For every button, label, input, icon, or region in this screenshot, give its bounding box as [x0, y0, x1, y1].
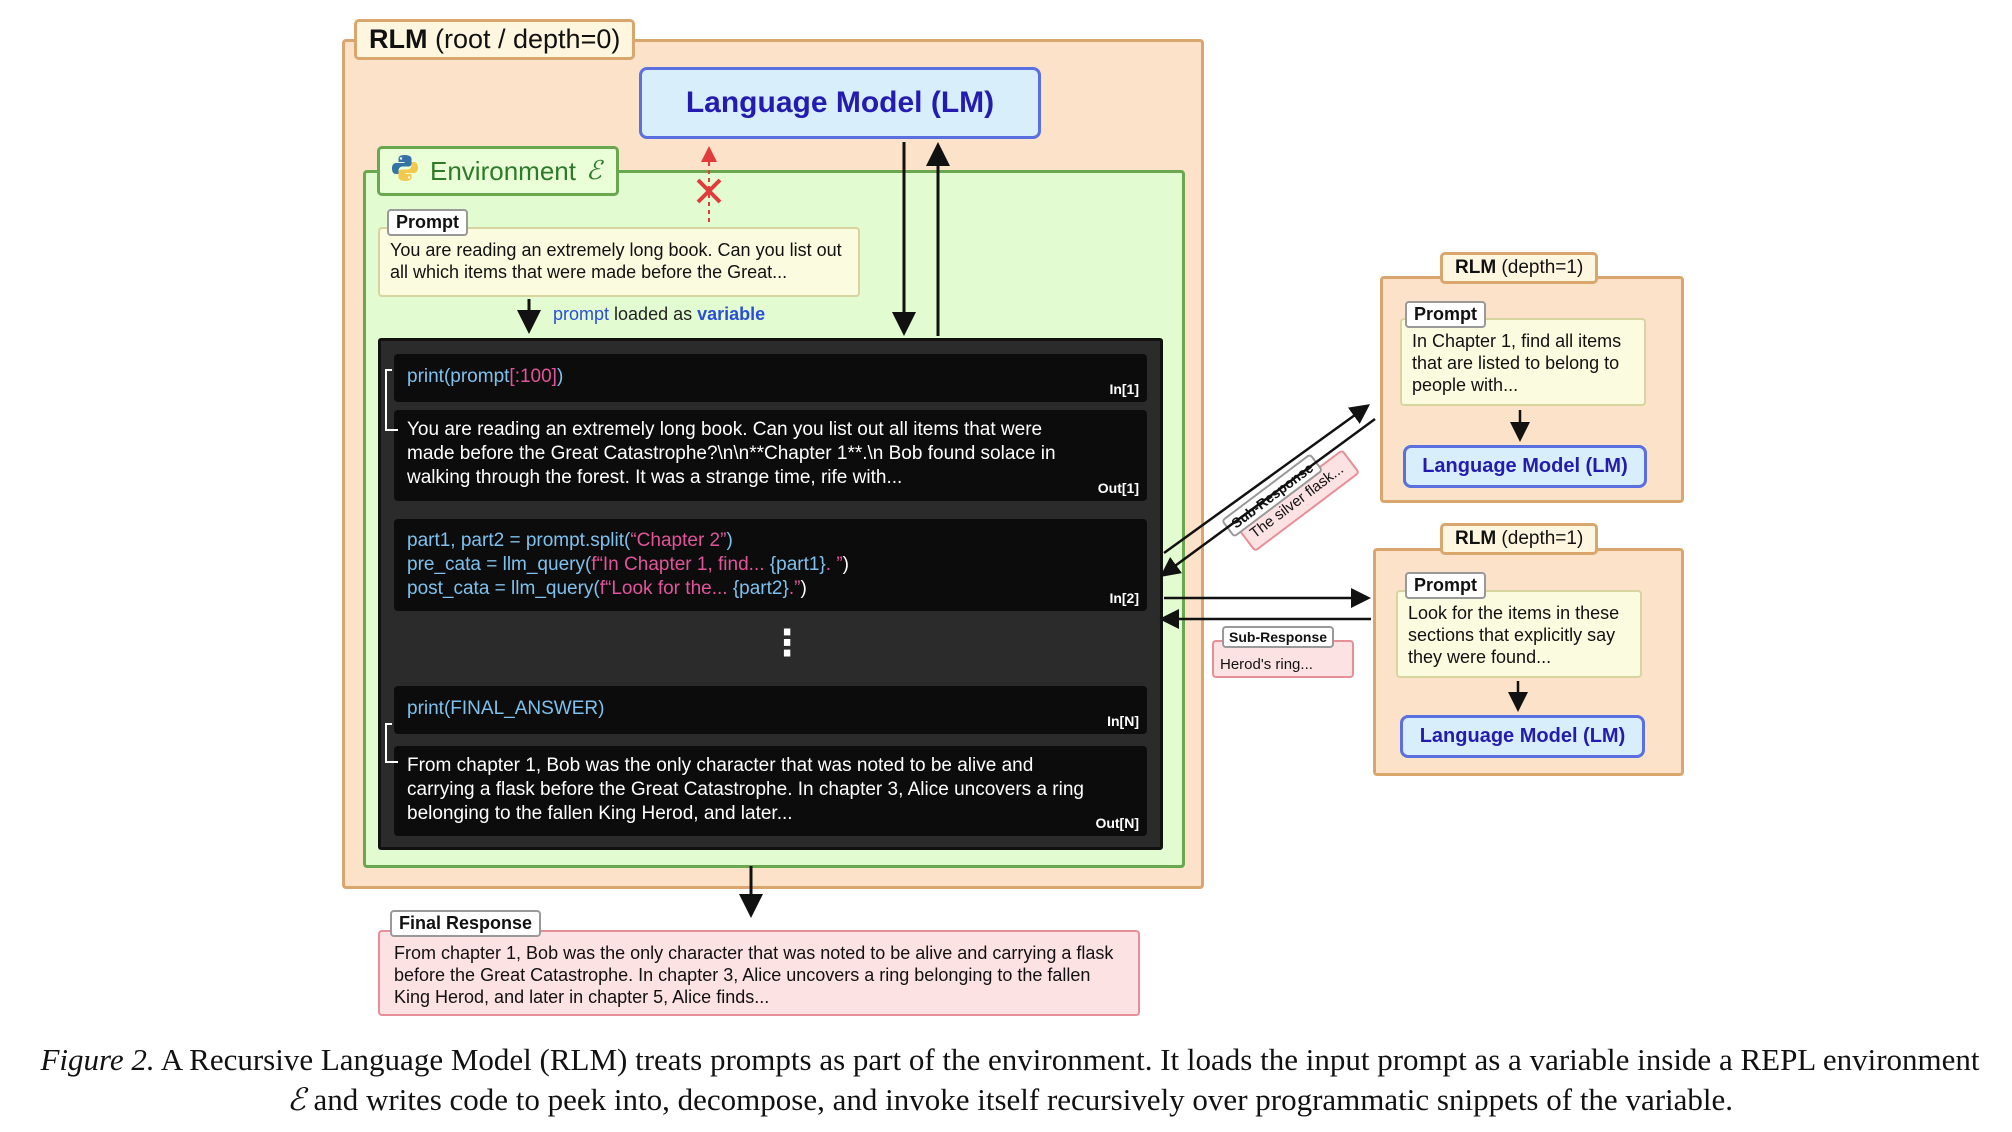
repl-cell-inN: print(FINAL_ANSWER) In[N] — [394, 686, 1147, 734]
final-response-tag: Final Response — [390, 910, 542, 937]
depth1-a-prompt-text: In Chapter 1, find all items that are li… — [1412, 331, 1622, 395]
prompt-loaded-caption: prompt loaded as variable — [553, 304, 766, 324]
repl-ellipsis: ⋮ — [769, 622, 805, 663]
in2-code: part1, part2 = prompt.split(“Chapter 2”)… — [407, 530, 849, 599]
out1-text: You are reading an extremely long book. … — [407, 419, 1056, 488]
root-prompt-tag: Prompt — [387, 209, 468, 236]
rlm-depth1-b-tag: RLM (depth=1) — [1440, 523, 1599, 555]
repl-cell-outN: From chapter 1, Bob was the only charact… — [394, 746, 1147, 836]
response-depth1-a-arrow — [1159, 417, 1376, 577]
root-language-model-box: Language Model (LM) — [639, 67, 1041, 139]
repl-cell-in2: part1, part2 = prompt.split(“Chapter 2”)… — [394, 519, 1147, 611]
inN-label: In[N] — [1107, 713, 1139, 729]
depth1-b-prompt-text: Look for the items in these sections tha… — [1408, 603, 1620, 667]
depth1-a-prompt-box: In Chapter 1, find all items that are li… — [1400, 318, 1646, 406]
rlm-depth1-a-tag: RLM (depth=1) — [1440, 252, 1599, 284]
rlm-root-tag: RLM (root / depth=0) — [354, 19, 636, 60]
sub-response-2-tag: Sub-Response — [1222, 626, 1335, 648]
root-prompt-box: You are reading an extremely long book. … — [378, 227, 860, 297]
outN-label: Out[N] — [1095, 815, 1139, 831]
environment-label: Environment — [430, 155, 576, 186]
environment-tag: Environment ℰ — [377, 146, 619, 196]
in1-out1-connector — [385, 369, 398, 431]
blocked-x-icon — [696, 178, 722, 204]
inN-outN-connector — [385, 723, 398, 763]
repl-cell-out1: You are reading an extremely long book. … — [394, 410, 1147, 501]
inN-code: print(FINAL_ANSWER) — [407, 698, 605, 719]
root-prompt-text: You are reading an extremely long book. … — [390, 240, 842, 282]
in1-code: print(prompt[:100]) — [407, 366, 564, 387]
python-icon — [390, 153, 420, 190]
out1-label: Out[1] — [1097, 480, 1139, 496]
query-depth1-a-arrow — [1163, 404, 1371, 555]
environment-symbol: ℰ — [585, 156, 602, 186]
figure-caption: Figure 2. A Recursive Language Model (RL… — [40, 1042, 1980, 1117]
final-response-box: From chapter 1, Bob was the only charact… — [378, 930, 1140, 1016]
depth1-a-language-model-box: Language Model (LM) — [1403, 445, 1647, 488]
repl-cell-in1: print(prompt[:100]) In[1] — [394, 354, 1147, 402]
depth1-b-language-model-box: Language Model (LM) — [1400, 715, 1645, 758]
in1-label: In[1] — [1109, 381, 1139, 397]
final-response-text: From chapter 1, Bob was the only charact… — [394, 943, 1114, 1007]
in2-label: In[2] — [1109, 590, 1139, 606]
outN-text: From chapter 1, Bob was the only charact… — [407, 755, 1084, 824]
depth1-b-prompt-box: Look for the items in these sections tha… — [1396, 590, 1642, 678]
repl-panel: print(prompt[:100]) In[1] You are readin… — [378, 338, 1163, 850]
depth1-b-prompt-tag: Prompt — [1405, 572, 1486, 599]
depth1-a-prompt-tag: Prompt — [1405, 301, 1486, 328]
